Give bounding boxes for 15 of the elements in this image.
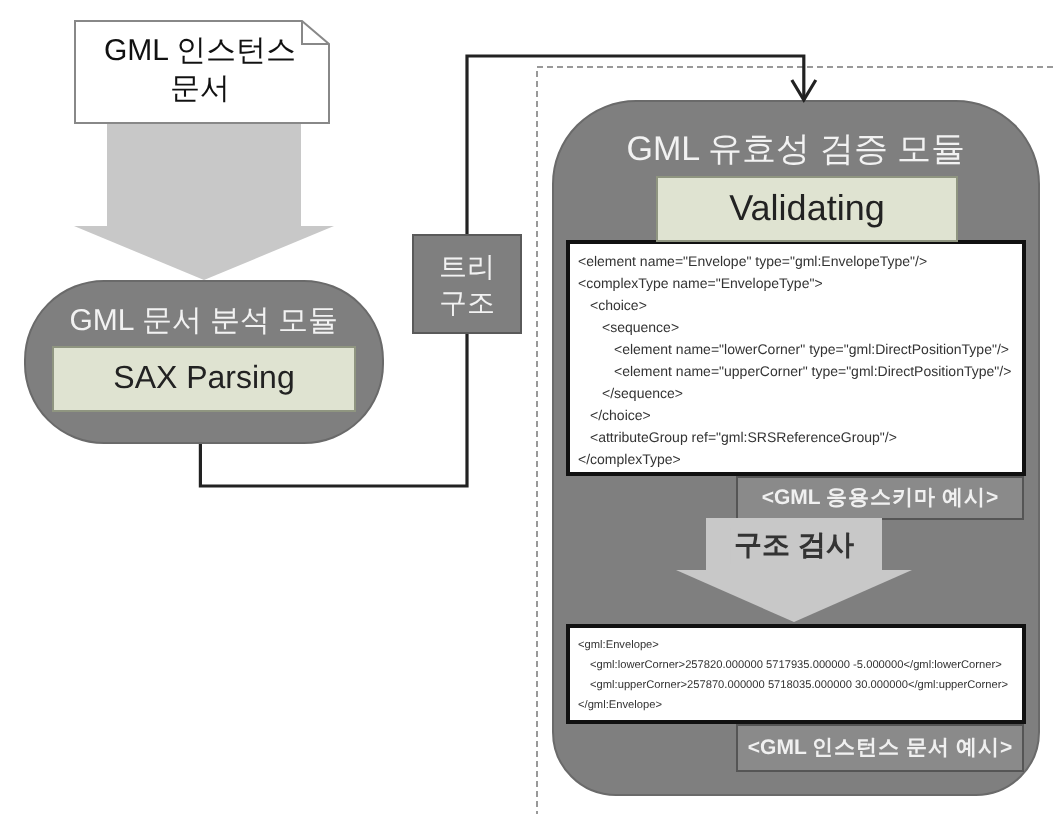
module-title: GML 유효성 검증 모듈 [624,128,968,172]
process-box: 트리 구조 [412,234,522,334]
caption-box: <GML 응용스키마 예시> [736,476,1024,520]
document-shape [74,20,330,124]
process-box: SAX Parsing [52,346,356,412]
block-arrow [74,124,334,280]
process-box: Validating [656,176,958,242]
code-box [566,240,1026,476]
edge-label: 구조 검사 [730,528,858,565]
caption-box: <GML 인스턴스 문서 예시> [736,724,1024,772]
code-box [566,624,1026,724]
document-label: GML 인스턴스 문서 [102,32,298,108]
connector-line [198,334,469,488]
arrow [465,54,818,234]
module-title: GML 문서 분석 모듈 [67,302,341,340]
